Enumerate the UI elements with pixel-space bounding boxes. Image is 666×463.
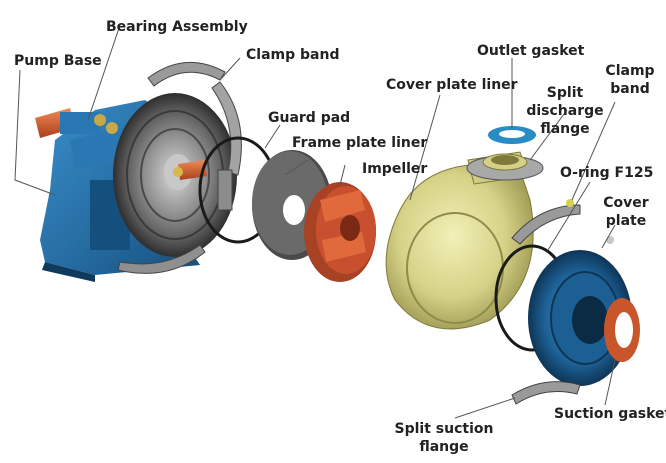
label-suction-gasket: Suction gasket — [554, 406, 666, 422]
label-impeller: Impeller — [362, 161, 428, 177]
label-split-discharge-flange-line2: discharge — [526, 103, 604, 119]
label-split-discharge-flange: Split discharge flange — [520, 84, 610, 138]
split-suction-flange-part — [511, 381, 581, 405]
label-cover-plate-line2: plate — [605, 213, 647, 229]
label-cover-plate-liner: Cover plate liner — [386, 77, 518, 93]
label-frame-plate-liner: Frame plate liner — [292, 135, 428, 151]
label-split-discharge-flange-line3: flange — [540, 121, 590, 137]
label-split-suction-flange: Split suction flange — [388, 420, 500, 456]
bearing-assembly-part — [35, 108, 118, 138]
clamp-band-left-part — [147, 61, 242, 211]
label-cover-plate: Cover plate — [596, 194, 656, 230]
label-clamp-band-right-line1: Clamp — [605, 63, 655, 79]
suction-gasket-part — [604, 298, 640, 362]
leader-lines — [14, 24, 616, 419]
label-guard-pad: Guard pad — [268, 110, 351, 126]
outlet-gasket-part — [488, 126, 536, 144]
clamp-band-right-bolt — [566, 199, 574, 207]
label-bearing-assembly: Bearing Assembly — [106, 19, 248, 35]
clamp-band-right-part — [511, 204, 581, 245]
label-clamp-band-right: Clamp band — [598, 62, 662, 98]
label-o-ring-f125: O-ring F125 — [560, 165, 654, 181]
label-split-suction-flange-line2: flange — [419, 439, 469, 455]
label-split-discharge-flange-line1: Split — [546, 85, 584, 101]
cover-plate-part — [528, 236, 632, 386]
label-pump-base: Pump Base — [14, 53, 102, 69]
label-cover-plate-line1: Cover — [603, 195, 649, 211]
label-clamp-band-left: Clamp band — [246, 47, 340, 63]
clamp-band-lower-left — [117, 244, 206, 274]
split-discharge-flange-part — [466, 153, 544, 181]
impeller-part — [304, 182, 376, 282]
label-outlet-gasket: Outlet gasket — [477, 43, 585, 59]
label-split-suction-flange-line1: Split suction — [394, 421, 494, 437]
label-clamp-band-right-line2: band — [610, 81, 650, 97]
